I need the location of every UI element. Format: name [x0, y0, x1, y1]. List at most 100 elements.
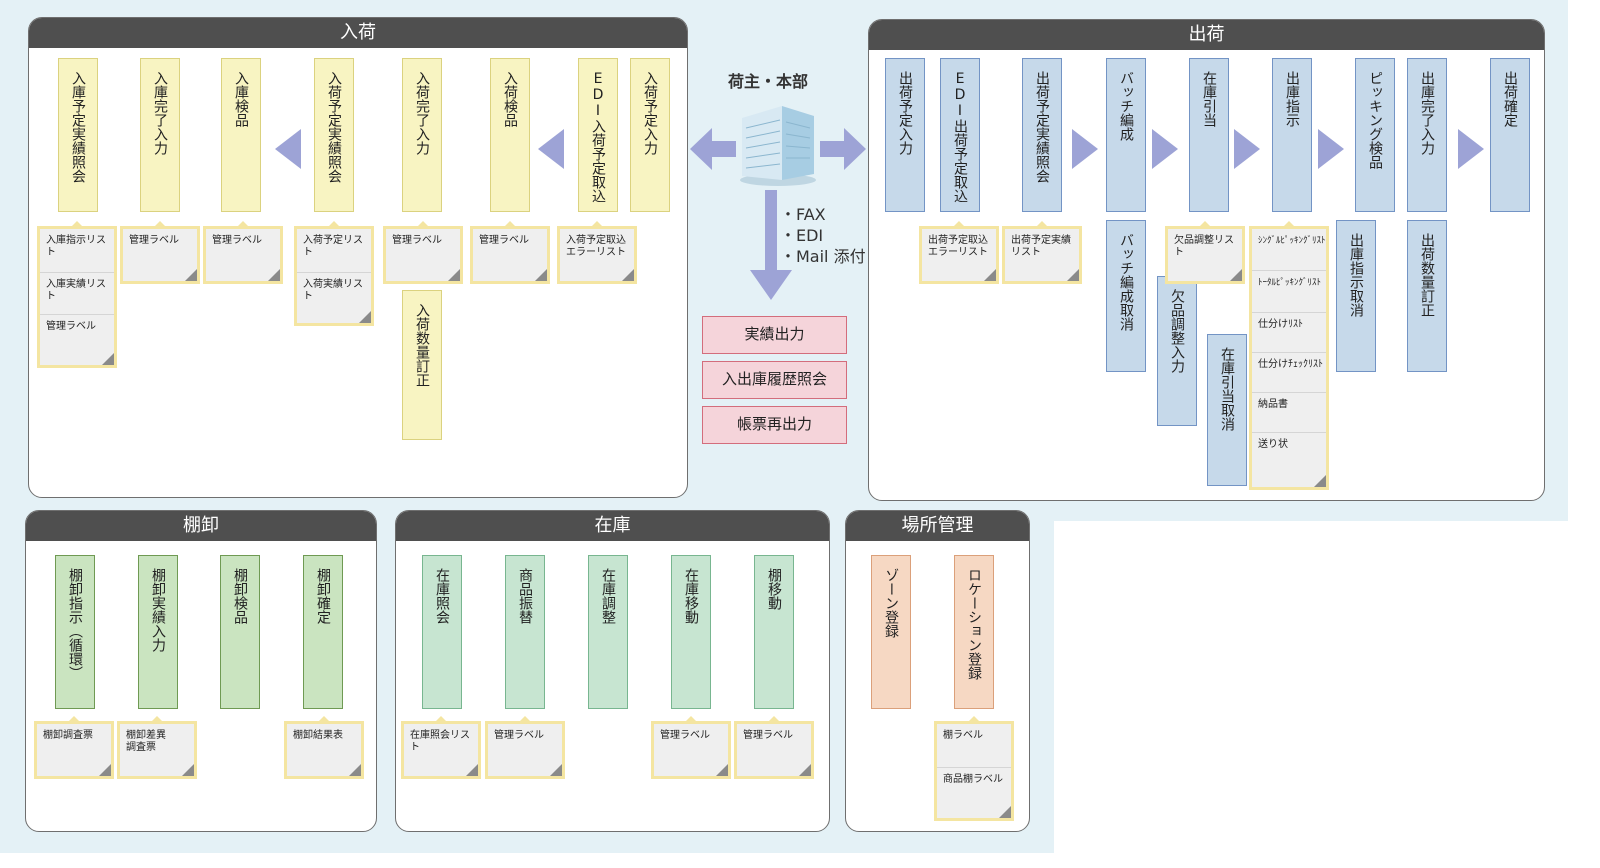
channel-fax: ・FAX	[780, 205, 826, 224]
report-button-1[interactable]: 実績出力	[702, 316, 847, 354]
inventory-box-1[interactable]: 棚卸指示（循環）	[55, 555, 95, 709]
stock-box-5[interactable]: 棚移動	[754, 555, 794, 709]
inbound-box-6[interactable]: 入荷検品	[490, 58, 530, 212]
outbound-box-6[interactable]: 出庫指示	[1272, 58, 1312, 212]
outbound-box-10[interactable]: バッチ編成取消	[1106, 220, 1146, 372]
location-box-2[interactable]: ロケーション登録	[954, 555, 994, 709]
outbound-slip-1[interactable]: 出荷予定取込エラーリスト	[919, 221, 999, 284]
stock-box-1[interactable]: 在庫照会	[422, 555, 462, 709]
outbound-box-12[interactable]: 在庫引当取消	[1207, 334, 1247, 486]
inbound-slip-3[interactable]: 管理ラベル	[203, 221, 283, 284]
inventory-slip-2[interactable]: 棚卸差異調査票	[117, 716, 197, 779]
outbound-box-1[interactable]: 出荷予定入力	[885, 58, 925, 212]
inbound-box-4[interactable]: 入荷予定実績照会	[314, 58, 354, 212]
inbound-slip-5[interactable]: 管理ラベル	[383, 221, 463, 284]
arrow-to-outbound-icon	[820, 128, 866, 170]
slip-item: 在庫照会リスト	[410, 730, 470, 753]
slip-item: 入荷予定リスト	[297, 229, 371, 273]
outbound-arrow-4	[1318, 129, 1344, 169]
inbound-slip-6[interactable]: 管理ラベル	[470, 221, 550, 284]
slip-item: ﾄｰﾀﾙﾋﾟｯｷﾝｸﾞﾘｽﾄ	[1252, 271, 1326, 313]
inbound-box-1[interactable]: 入庫予定実績照会	[58, 58, 98, 212]
slip-item: 仕分けﾘｽﾄ	[1252, 313, 1326, 353]
slip-item: 納品書	[1252, 393, 1326, 433]
slip-item: 入庫実績リスト	[40, 273, 114, 315]
outbound-title: 出荷	[869, 20, 1544, 50]
stock-title: 在庫	[396, 511, 829, 541]
slip-item: 入庫指示リスト	[40, 229, 114, 273]
inbound-box-3[interactable]: 入庫検品	[221, 58, 261, 212]
inbound-box-8[interactable]: 入荷予定入力	[630, 58, 670, 212]
slip-item: 管理ラベル	[392, 235, 442, 246]
inbound-arrow-2	[538, 129, 564, 169]
stock-slip-3[interactable]: 管理ラベル	[651, 716, 731, 779]
slip-item: 管理ラベル	[660, 730, 710, 741]
outbound-box-2[interactable]: EDI出荷予定取込	[940, 58, 980, 212]
slip-item: 送り状	[1258, 439, 1288, 450]
slip-item: 管理ラベル	[743, 730, 793, 741]
report-button-3[interactable]: 帳票再出力	[702, 406, 847, 444]
stock-slip-4[interactable]: 管理ラベル	[734, 716, 814, 779]
location-box-1[interactable]: ゾーン登録	[871, 555, 911, 709]
inbound-box-9[interactable]: 入荷数量訂正	[402, 290, 442, 440]
channel-mail: ・Mail 添付	[780, 247, 866, 266]
slip-item: 棚卸結果表	[293, 730, 343, 741]
location-slip-1[interactable]: 棚ラベル 商品棚ラベル	[934, 716, 1014, 821]
outbound-box-9[interactable]: 出荷確定	[1490, 58, 1530, 212]
slip-item: 欠品調整リスト	[1174, 235, 1234, 258]
slip-item: 棚ラベル	[937, 724, 1011, 768]
inventory-box-2[interactable]: 棚卸実績入力	[138, 555, 178, 709]
slip-item: 出荷予定実績リスト	[1011, 235, 1071, 258]
stock-slip-1[interactable]: 在庫照会リスト	[401, 716, 481, 779]
inbound-box-2[interactable]: 入庫完了入力	[140, 58, 180, 212]
inventory-slip-1[interactable]: 棚卸調査票	[34, 716, 114, 779]
inbound-title: 入荷	[29, 18, 687, 48]
outbound-arrow-5	[1458, 129, 1484, 169]
stock-box-2[interactable]: 商品振替	[505, 555, 545, 709]
outbound-box-4[interactable]: バッチ編成	[1106, 58, 1146, 212]
channel-edi: ・EDI	[780, 226, 824, 245]
inbound-slip-7[interactable]: 入荷予定取込エラーリスト	[557, 221, 637, 284]
slip-item: 管理ラベル	[212, 235, 262, 246]
outbound-slip-4[interactable]: ｼﾝｸﾞﾙﾋﾟｯｷﾝｸﾞﾘｽﾄ ﾄｰﾀﾙﾋﾟｯｷﾝｸﾞﾘｽﾄ 仕分けﾘｽﾄ 仕分…	[1249, 221, 1329, 490]
report-button-2[interactable]: 入出庫履歴照会	[702, 361, 847, 399]
arrow-to-inbound-icon	[690, 128, 736, 170]
outbound-box-7[interactable]: ピッキング検品	[1355, 58, 1395, 212]
inbound-box-5[interactable]: 入荷完了入力	[402, 58, 442, 212]
slip-item: 商品棚ラベル	[943, 774, 1003, 785]
slip-item: 棚卸差異調査票	[126, 730, 166, 753]
inventory-box-3[interactable]: 棚卸検品	[220, 555, 260, 709]
inbound-arrow-1	[275, 129, 301, 169]
outbound-box-11[interactable]: 欠品調整入力	[1157, 276, 1197, 426]
slip-item: 入荷予定取込エラーリスト	[566, 235, 626, 258]
hq-label: 荷主・本部	[728, 72, 809, 91]
outbound-arrow-3	[1234, 129, 1260, 169]
stock-box-4[interactable]: 在庫移動	[671, 555, 711, 709]
outbound-box-14[interactable]: 出荷数量訂正	[1407, 220, 1447, 372]
inbound-slip-1[interactable]: 入庫指示リスト 入庫実績リスト 管理ラベル	[37, 221, 117, 368]
inbound-slip-2[interactable]: 管理ラベル	[120, 221, 200, 284]
hq-building-icon	[740, 106, 816, 186]
outbound-box-13[interactable]: 出庫指示取消	[1336, 220, 1376, 372]
slip-item: 管理ラベル	[129, 235, 179, 246]
stock-slip-2[interactable]: 管理ラベル	[485, 716, 565, 779]
slip-item: 棚卸調査票	[43, 730, 93, 741]
slip-item: 管理ラベル	[494, 730, 544, 741]
outbound-box-5[interactable]: 在庫引当	[1189, 58, 1229, 212]
inventory-box-4[interactable]: 棚卸確定	[303, 555, 343, 709]
inventory-title: 棚卸	[26, 511, 376, 541]
outbound-arrow-1	[1072, 129, 1098, 169]
arrow-down-icon	[750, 190, 792, 300]
slip-item: 入荷実績リスト	[303, 279, 363, 302]
outbound-slip-3[interactable]: 欠品調整リスト	[1165, 221, 1245, 284]
slip-item: ｼﾝｸﾞﾙﾋﾟｯｷﾝｸﾞﾘｽﾄ	[1252, 229, 1326, 271]
outbound-slip-2[interactable]: 出荷予定実績リスト	[1002, 221, 1082, 284]
stock-box-3[interactable]: 在庫調整	[588, 555, 628, 709]
inbound-box-7[interactable]: EDI入荷予定取込	[578, 58, 618, 212]
outbound-box-3[interactable]: 出荷予定実績照会	[1022, 58, 1062, 212]
inventory-slip-3[interactable]: 棚卸結果表	[284, 716, 364, 779]
inbound-slip-4[interactable]: 入荷予定リスト 入荷実績リスト	[294, 221, 374, 326]
slip-item: 仕分けﾁｪｯｸﾘｽﾄ	[1252, 353, 1326, 393]
outbound-box-8[interactable]: 出庫完了入力	[1407, 58, 1447, 212]
location-title: 場所管理	[846, 511, 1029, 541]
